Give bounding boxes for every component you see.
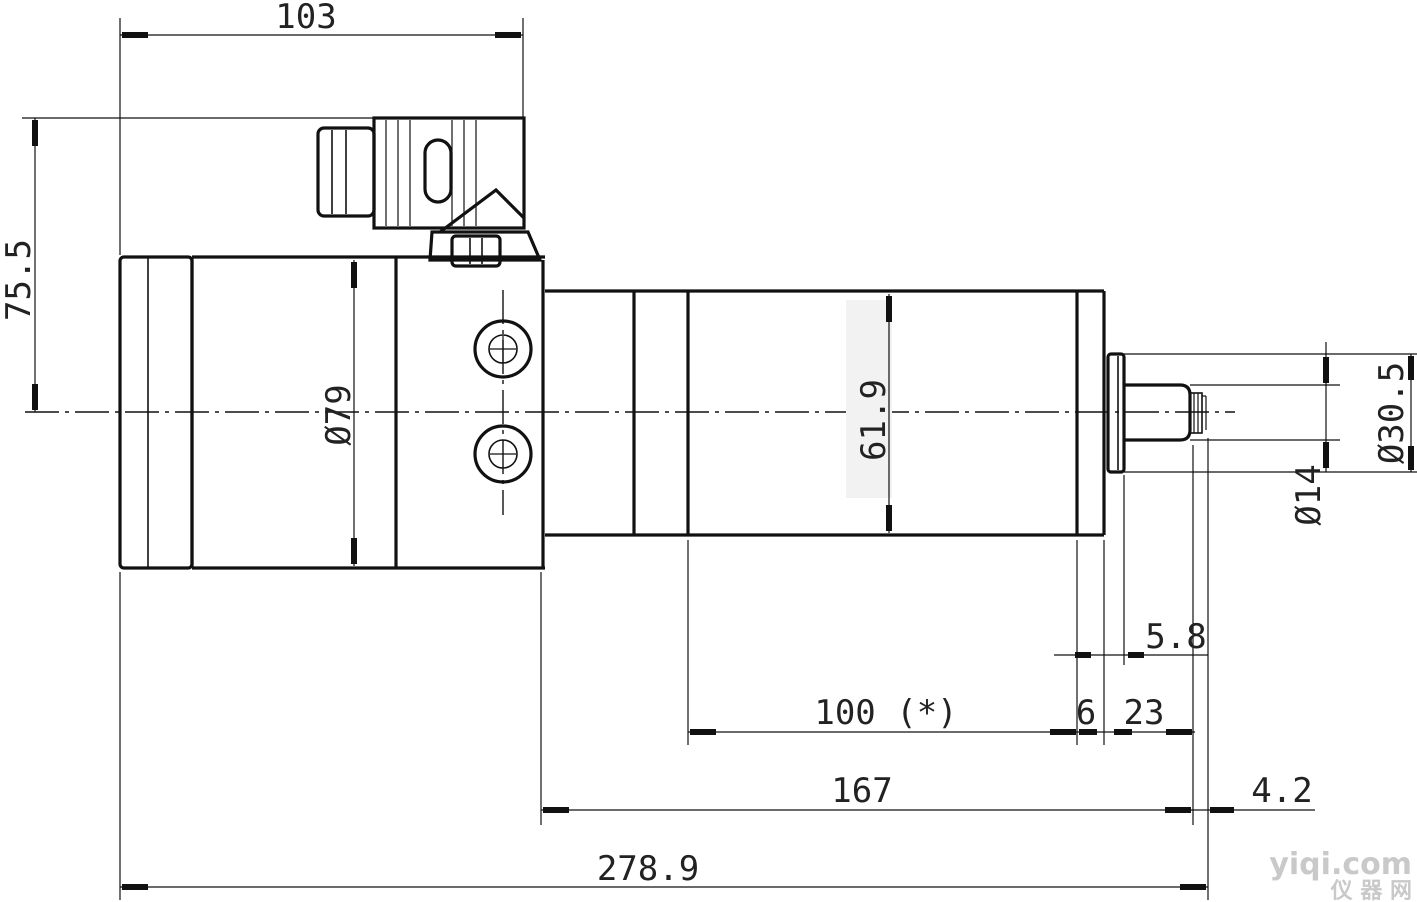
watermark-line2: 仪 器 网 — [1330, 879, 1412, 902]
dim-4-2: 4.2 — [1193, 771, 1315, 813]
dim-100-6-23: 100 (*) 6 23 — [688, 693, 1195, 735]
rear-body — [118, 255, 545, 570]
angled-connector — [316, 116, 543, 268]
dim-label-100: 100 (*) — [814, 693, 957, 733]
dim-103: 103 — [119, 0, 524, 255]
dim-diameter-79: Ø79 — [319, 260, 359, 566]
dim-label-diameter-30-5: Ø30.5 — [1372, 362, 1412, 464]
extension-lines — [540, 438, 1209, 900]
dim-label-diameter-79: Ø79 — [319, 384, 359, 445]
dim-label-75-5: 75.5 — [0, 239, 39, 321]
dim-label-278-9: 278.9 — [597, 849, 699, 889]
watermark-line1: yiqi.com — [1269, 847, 1412, 882]
dim-167: 167 — [541, 771, 1193, 813]
dim-label-167: 167 — [831, 771, 892, 811]
dim-label-61-9: 61.9 — [854, 379, 894, 461]
dim-label-diameter-14: Ø14 — [1289, 464, 1329, 525]
nose-and-shaft — [1106, 352, 1207, 474]
dim-label-5-8: 5.8 — [1145, 617, 1206, 657]
dim-61-9: 61.9 — [846, 294, 894, 533]
dim-label-23: 23 — [1124, 693, 1165, 733]
dim-278-9: 278.9 — [119, 572, 1208, 900]
dim-label-103: 103 — [275, 0, 336, 37]
dim-diameter-14: Ø14 — [1190, 342, 1340, 526]
dim-label-4-2: 4.2 — [1251, 771, 1312, 811]
watermark: yiqi.com 仪 器 网 — [1269, 847, 1412, 902]
front-body — [545, 289, 1106, 537]
dim-diameter-30-5: Ø30.5 — [1124, 353, 1417, 473]
dim-75-5: 75.5 — [0, 117, 374, 412]
dim-label-6: 6 — [1076, 693, 1096, 733]
dim-5-8: 5.8 — [1054, 617, 1208, 658]
